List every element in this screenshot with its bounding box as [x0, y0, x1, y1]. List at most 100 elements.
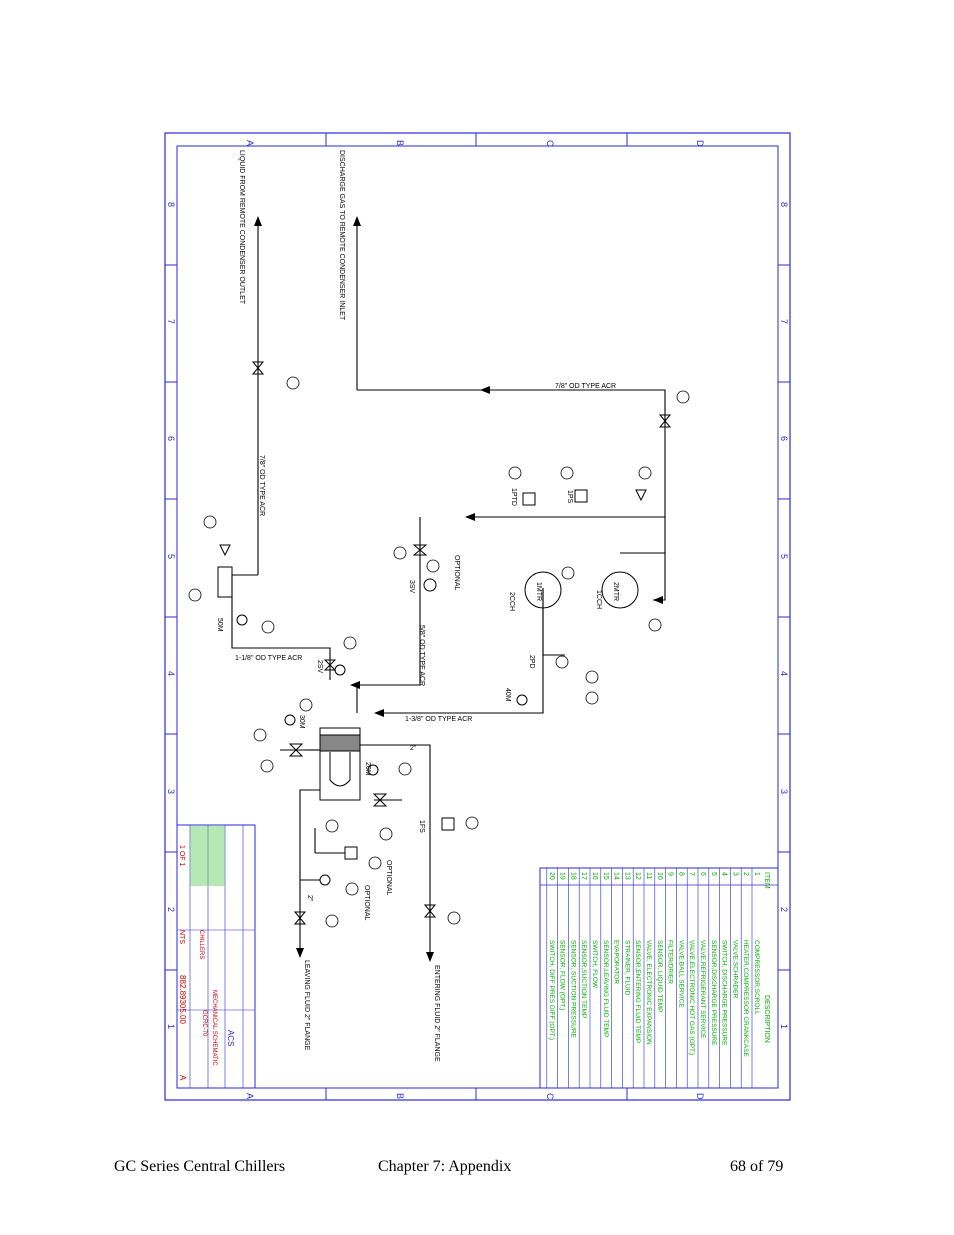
- valve-icon: [293, 911, 307, 925]
- label-entering-fluid: ENTERING FLUID 2" FLANGE: [433, 965, 440, 1062]
- valve-icon: [658, 414, 672, 428]
- zone-letter-top: B: [395, 140, 405, 146]
- title-block: MECHANICAL SCHEMATIC GCRC-70 CHILLERS AC…: [176, 824, 256, 1089]
- evaporator-core-icon: [319, 734, 361, 752]
- label-pipe-58: 5/8" OD TYPE ACR: [418, 625, 425, 686]
- zone-number-left: 8: [166, 202, 176, 207]
- filter-drier-icon: [217, 566, 233, 598]
- zone-letter-bottom: D: [695, 1093, 705, 1100]
- tag-2in-a: 2": [410, 745, 417, 752]
- legend-item-number: 6: [699, 872, 706, 876]
- valve-icon: [288, 743, 304, 757]
- legend-item-description: SENSOR, FLOW (OPT.): [559, 940, 566, 1010]
- legend-item-number: 10: [656, 872, 663, 880]
- legend-item-number: 13: [623, 872, 630, 880]
- temp-sensor-icon: [334, 664, 346, 676]
- zone-number-left: 6: [166, 436, 176, 441]
- legend-item-description: SWITCH, DIFF PRES DIFF (OPT.): [548, 940, 555, 1040]
- legend-header-item: ITEM: [763, 872, 770, 889]
- legend-item-description: FILTER/DRIER: [667, 940, 674, 984]
- temp-sensor-icon: [367, 764, 379, 776]
- legend-item-number: 4: [721, 872, 728, 876]
- flow-switch-icon: [441, 817, 455, 831]
- legend-item-number: 3: [731, 872, 738, 876]
- tag-1ptd: 1PTD: [510, 488, 517, 506]
- label-pipe-78-top: 7/8" OD TYPE ACR: [555, 383, 616, 390]
- valve-icon: [372, 793, 388, 807]
- zone-number-left: 3: [166, 789, 176, 794]
- title-block-scale: NTS: [178, 930, 185, 944]
- drawing-labels: LIQUID FROM REMOTE CONDENSER OUTLET DISC…: [216, 150, 619, 1062]
- zone-ticks: [165, 133, 790, 1100]
- title-block-company: ACS: [226, 1030, 235, 1046]
- title-block-category: CHILLERS: [198, 930, 204, 959]
- zone-number-right: 1: [779, 1024, 789, 1029]
- zone-letter-bottom: C: [545, 1093, 555, 1100]
- zone-number-right: 4: [779, 671, 789, 676]
- label-optional-2: OPTIONAL: [385, 860, 392, 896]
- legend-item-description: VALVE, ELECTRONIC EXPANSION: [645, 940, 652, 1045]
- zone-number-right: 2: [779, 907, 789, 912]
- zone-number-left: 4: [166, 671, 176, 676]
- legend-item-description: STRAINER, FLUID: [623, 940, 630, 996]
- label-optional-3: OPTIONAL: [363, 885, 370, 921]
- tag-3sv: 3SV: [408, 580, 415, 594]
- legend-item-description: VALVE,ELECTRONIC HOT GAS (OPT.): [688, 940, 695, 1055]
- legend-item-number: 18: [569, 872, 576, 880]
- legend-item-description: SWITCH, DISCHARGE PRESSURE: [721, 940, 728, 1046]
- legend-item-description: SENSOR, SUCTION PRESSURE: [569, 940, 576, 1039]
- legend-item-number: 7: [688, 872, 695, 876]
- zone-letter-top: D: [695, 140, 705, 147]
- tag-1mtr: 1MTR: [535, 582, 542, 601]
- footer-manual-title: GC Series Central Chillers: [114, 1158, 286, 1175]
- legend-item-number: 11: [645, 872, 652, 879]
- tag-2cch: 2CCH: [508, 592, 515, 611]
- label-pipe-118: 1-1/8" OD TYPE ACR: [235, 655, 302, 662]
- label-pipe-78-left: 7/8" OD TYPE ACR: [258, 455, 265, 516]
- legend-item-number: 15: [602, 872, 609, 880]
- tag-1cch: 1CCH: [595, 590, 602, 609]
- legend-item-description: VALVE,REFRIGERANT SERVICE: [699, 940, 706, 1039]
- legend-item-number: 12: [634, 872, 641, 880]
- valve-icon: [323, 659, 337, 671]
- zone-number-left: 7: [166, 319, 176, 324]
- tag-2pd: 2PD: [528, 655, 535, 669]
- piping: [231, 222, 666, 955]
- footer-page-number: 68 of 79: [730, 1158, 784, 1175]
- tag-1fs: 1FS: [418, 820, 425, 833]
- temp-sensor-icon: [236, 614, 248, 626]
- zone-numbers: 8 7 6 5 4 3 2 1 8 7 6 5 4 3 2 1: [166, 202, 789, 1029]
- tag-2sv: 2SV: [316, 660, 323, 674]
- legend-item-number: 16: [591, 872, 598, 880]
- zone-number-left: 5: [166, 554, 176, 559]
- item-balloons: [188, 376, 690, 928]
- legend-item-number: 9: [667, 872, 674, 876]
- schrader-valve-icon: [635, 489, 647, 502]
- outer-border: [164, 132, 791, 1101]
- tag-30m: 30M: [298, 715, 305, 729]
- pressure-switch-icon: [522, 492, 536, 506]
- legend-item-description: SENSOR, LIQUID TEMP: [656, 940, 663, 1012]
- legend-item-number: 8: [677, 872, 684, 876]
- label-leaving-fluid: LEAVING FLUID 2" FLANGE: [303, 960, 310, 1051]
- tag-2mtr: 2MTR: [612, 582, 619, 601]
- components: [217, 361, 672, 925]
- hot-gas-valve-icon: [423, 578, 437, 592]
- title-block-rev: A: [178, 1075, 187, 1081]
- title-block-model: GCRC-70: [201, 1010, 207, 1037]
- tag-40m: 40M: [504, 688, 511, 702]
- zone-number-right: 6: [779, 436, 789, 441]
- legend-item-description: VALVE,BALL SERVICE: [677, 940, 684, 1008]
- compressor-icon: [524, 571, 562, 609]
- label-optional-1: OPTIONAL: [453, 555, 460, 591]
- zone-number-right: 7: [779, 319, 789, 324]
- zone-number-right: 5: [779, 554, 789, 559]
- legend-item-description: VALVE,SCHRADER: [731, 940, 738, 999]
- zone-letter-bottom: A: [245, 1093, 255, 1099]
- temp-sensor-icon: [516, 694, 528, 706]
- legend-item-description: SENSOR,LEAVING FLUID TEMP: [602, 940, 609, 1037]
- zone-letter-top: A: [245, 140, 255, 146]
- label-liquid-from-condenser: LIQUID FROM REMOTE CONDENSER OUTLET: [238, 150, 245, 305]
